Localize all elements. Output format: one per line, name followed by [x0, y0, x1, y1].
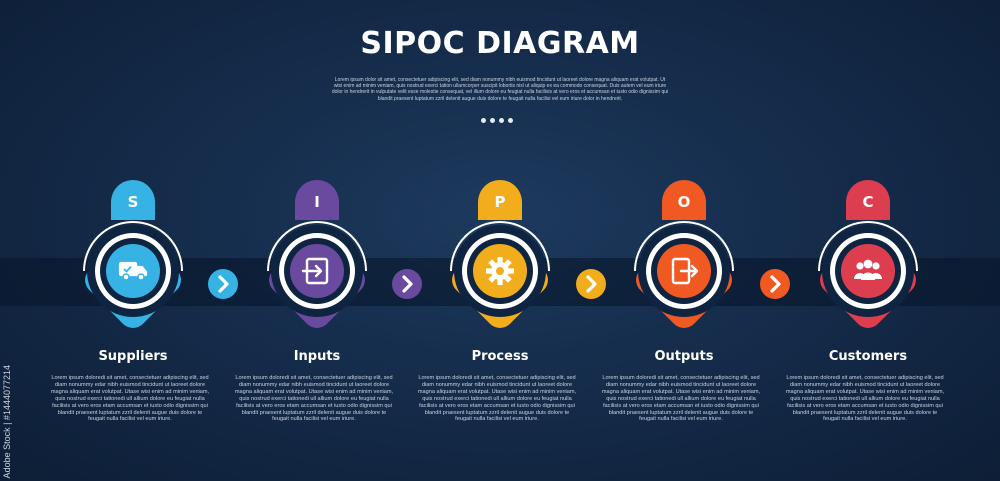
login-enter-icon	[301, 257, 329, 285]
stage-highlight-arc	[634, 221, 734, 272]
stage-letter: S	[127, 193, 139, 211]
stage-tab	[111, 180, 155, 220]
stage-label: Inputs	[293, 349, 341, 364]
dot	[481, 118, 486, 123]
stage-color-disc	[841, 244, 895, 298]
stage-tab	[478, 180, 522, 220]
flow-arrow	[576, 269, 606, 299]
stage-label: Outputs	[654, 349, 714, 364]
stage-description: Lorem ipsum doloredi sit amet, consectet…	[601, 375, 761, 423]
stage-label: Process	[471, 349, 529, 364]
stage-letter: I	[314, 193, 320, 211]
people-group-icon	[854, 259, 882, 280]
stage-description: Lorem ipsum doloredi sit amet, consectet…	[785, 375, 945, 423]
delivery-truck-icon	[118, 261, 148, 281]
watermark-text: Adobe Stock | #1444077214	[2, 365, 12, 479]
stage-graphic	[634, 180, 734, 328]
chevron-right-icon	[218, 275, 229, 293]
gear-icon	[486, 257, 514, 285]
stage-description: Lorem ipsum doloredi sit amet, consectet…	[234, 375, 394, 423]
flow-arrow	[208, 269, 238, 299]
flow-arrow	[760, 269, 790, 299]
stage-tab	[295, 180, 339, 220]
stage-highlight-arc	[818, 221, 918, 272]
chevron-right-icon	[586, 275, 597, 293]
dot	[508, 118, 513, 123]
stage-label: Customers	[828, 349, 908, 364]
dot	[490, 118, 495, 123]
chevron-right-icon	[770, 275, 781, 293]
stage-label: Suppliers	[98, 349, 168, 364]
stage-highlight-arc	[450, 221, 550, 272]
dot	[499, 118, 504, 123]
stage-highlight-arc	[267, 221, 367, 272]
stage-letter: O	[677, 193, 691, 211]
stage-graphic	[450, 180, 550, 328]
stage-graphic	[818, 180, 918, 328]
chevron-right-icon	[402, 275, 413, 293]
stage-letter: P	[494, 193, 506, 211]
stage-graphic	[83, 180, 183, 328]
stage-letter: C	[862, 193, 874, 211]
stage-tab	[662, 180, 706, 220]
stage-tab	[846, 180, 890, 220]
page-title: SIPOC DIAGRAM	[360, 26, 640, 61]
dot-divider	[481, 118, 513, 123]
stage-description: Lorem ipsum doloredi sit amet, consectet…	[417, 375, 577, 423]
page-subtitle: Lorem ipsum dolor sit amet, consectetuer…	[331, 77, 669, 102]
stage-graphic	[267, 180, 367, 328]
stage-description: Lorem ipsum doloredi sit amet, consectet…	[50, 375, 210, 423]
stage-highlight-arc	[83, 221, 183, 272]
logout-exit-icon	[671, 257, 699, 285]
flow-arrow	[392, 269, 422, 299]
